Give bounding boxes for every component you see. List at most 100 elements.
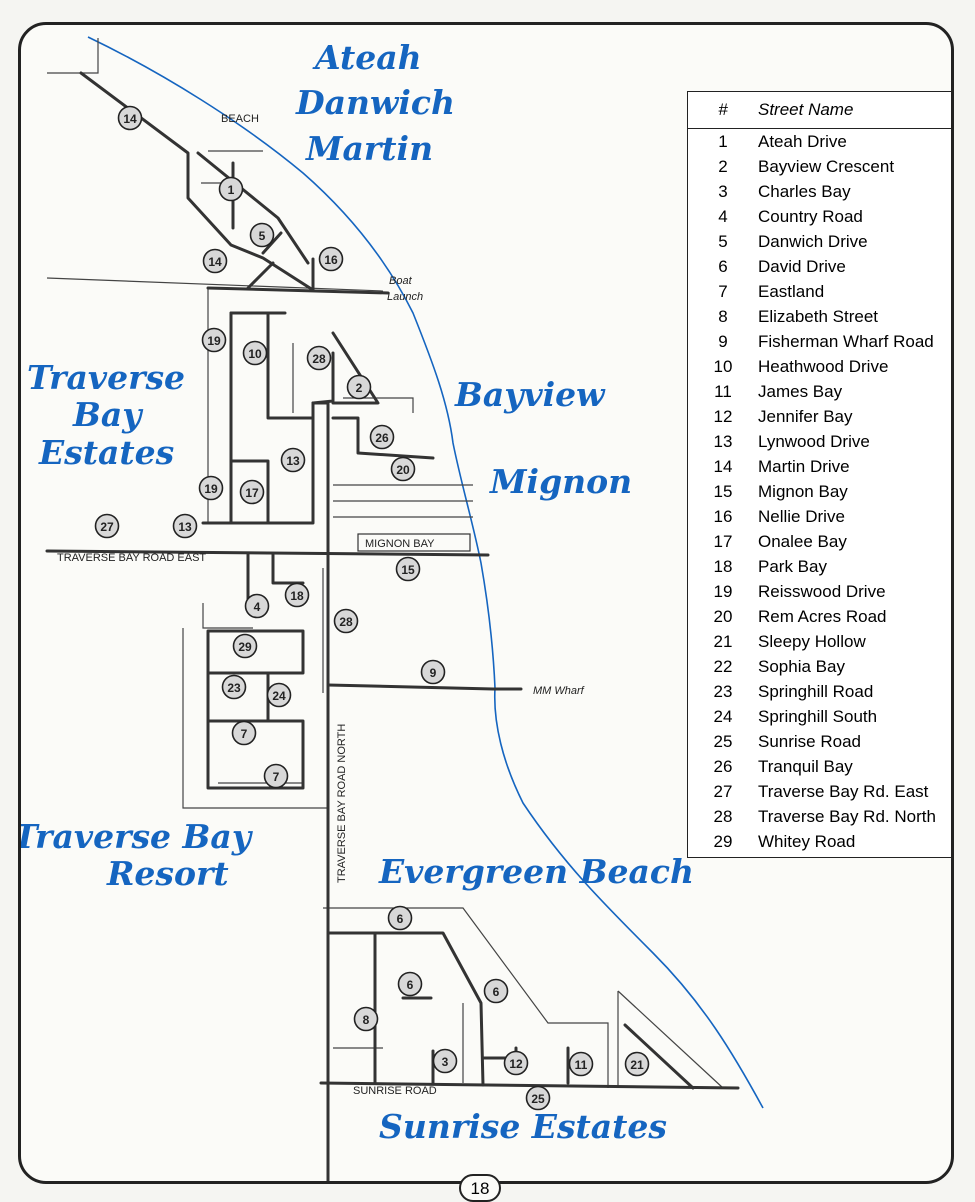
label-mignon-bay: MIGNON BAY — [365, 538, 435, 550]
street-marker: 13 — [172, 513, 198, 539]
street-marker-number: 20 — [396, 463, 410, 477]
legend-row-street-name: Rem Acres Road — [758, 606, 887, 626]
legend-row-street-name: Whitey Road — [758, 831, 856, 851]
street-marker-number: 7 — [273, 770, 280, 784]
street-marker-number: 14 — [123, 112, 137, 126]
street-marker: 20 — [390, 456, 416, 482]
street-marker: 1 — [218, 176, 244, 202]
legend-row-street-name: Park Bay — [758, 556, 827, 576]
page-number: 18 — [459, 1174, 501, 1202]
street-marker-circle — [172, 513, 198, 539]
legend-row-street-name: Mignon Bay — [758, 481, 848, 501]
street-marker-number: 1 — [228, 183, 235, 197]
street-marker-circle — [568, 1051, 594, 1077]
street-marker-circle — [397, 971, 423, 997]
legend-row-street-name: Ateah Drive — [758, 131, 847, 151]
region-traverse-bay-resort-line1: Traverse Bay — [21, 817, 254, 856]
street-marker-circle — [483, 978, 509, 1004]
legend-row-number: 15 — [713, 481, 733, 501]
legend-row-street-name: Charles Bay — [758, 181, 851, 201]
legend-row-street-name: Sleepy Hollow — [758, 631, 866, 651]
street-marker-circle — [244, 593, 270, 619]
street-marker: 14 — [202, 248, 228, 274]
street-marker-circle — [284, 582, 310, 608]
legend-row-number: 12 — [713, 406, 733, 426]
street-marker-number: 27 — [100, 520, 114, 534]
street-marker-number: 6 — [493, 985, 500, 999]
legend-row-street-name: Springhill South — [758, 706, 878, 726]
label-boat-launch-line2: Launch — [387, 291, 423, 303]
legend-header-number: # — [718, 100, 728, 119]
street-marker-number: 18 — [290, 589, 304, 603]
street-marker: 2 — [346, 374, 372, 400]
street-marker-number: 28 — [312, 352, 326, 366]
legend-row-number: 5 — [718, 231, 728, 251]
street-marker: 15 — [395, 556, 421, 582]
street-marker: 26 — [369, 424, 395, 450]
street-marker: 6 — [483, 978, 509, 1004]
street-marker: 16 — [318, 246, 344, 272]
street-marker: 6 — [397, 971, 423, 997]
street-marker-number: 12 — [509, 1057, 523, 1071]
legend-row-street-name: Springhill Road — [758, 681, 874, 701]
street-marker-number: 28 — [339, 615, 353, 629]
property-lines — [46, 38, 724, 1089]
street-marker: 12 — [503, 1050, 529, 1076]
street-marker: 4 — [244, 593, 270, 619]
legend-row-street-name: Sunrise Road — [758, 731, 862, 751]
street-marker: 21 — [624, 1051, 650, 1077]
street-marker: 28 — [333, 608, 359, 634]
street-marker-number: 5 — [259, 229, 266, 243]
region-traverse-bay-estates-line2: Bay — [72, 395, 144, 434]
map-frame: Ateah Danwich Martin Traverse Bay Estate… — [18, 22, 954, 1184]
legend-row-number: 14 — [713, 456, 733, 476]
street-marker: 6 — [387, 905, 413, 931]
legend-row-street-name: Jennifer Bay — [758, 406, 853, 426]
legend-row-number: 28 — [713, 806, 733, 826]
street-marker-number: 26 — [375, 431, 389, 445]
street-marker-number: 19 — [204, 482, 218, 496]
street-marker-circle — [249, 222, 275, 248]
legend-row-number: 11 — [714, 381, 732, 401]
street-marker-number: 10 — [248, 347, 262, 361]
street-marker: 28 — [306, 345, 332, 371]
legend-row-street-name: Tranquil Bay — [758, 756, 853, 776]
region-ateah: Ateah — [312, 38, 422, 77]
street-marker-circle — [353, 1006, 379, 1032]
legend-row-number: 13 — [713, 431, 733, 451]
street-marker-circle — [117, 105, 143, 131]
street-marker-number: 24 — [272, 689, 286, 703]
street-marker: 19 — [201, 327, 227, 353]
label-sunrise-road: SUNRISE ROAD — [353, 1085, 437, 1097]
mignon-bay-sign: MIGNON BAY — [357, 533, 471, 552]
street-marker-circle — [369, 424, 395, 450]
legend-row-number: 24 — [713, 706, 733, 726]
legend-row-street-name: Traverse Bay Rd. East — [758, 781, 929, 801]
street-marker: 14 — [117, 105, 143, 131]
legend-row-street-name: Martin Drive — [758, 456, 850, 476]
label-traverse-bay-road-east: TRAVERSE BAY ROAD EAST — [57, 552, 206, 564]
street-marker-circle — [94, 513, 120, 539]
street-marker-circle — [333, 608, 359, 634]
legend-row-number: 22 — [713, 656, 733, 676]
street-marker: 7 — [231, 720, 257, 746]
street-marker-circle — [346, 374, 372, 400]
legend-row-street-name: Elizabeth Street — [758, 306, 879, 326]
street-marker: 7 — [263, 763, 289, 789]
label-mm-wharf: MM Wharf — [533, 685, 585, 697]
street-marker-circle — [198, 475, 224, 501]
street-marker-number: 8 — [363, 1013, 370, 1027]
street-marker-circle — [390, 456, 416, 482]
street-marker-circle — [503, 1050, 529, 1076]
